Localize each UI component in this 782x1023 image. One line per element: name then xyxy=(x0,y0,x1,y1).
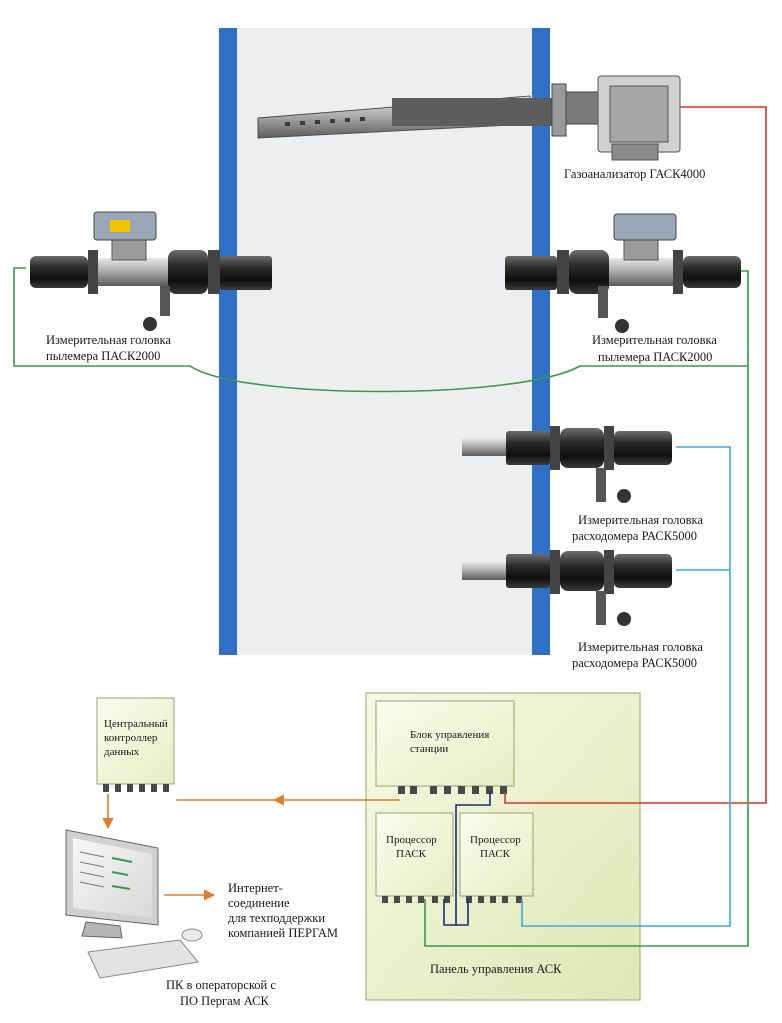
operator-pc xyxy=(65,829,203,979)
internet-label-line2: соединение xyxy=(228,896,290,910)
pc-label-line2: ПО Пергам АСК xyxy=(180,994,269,1008)
dust-meter-left xyxy=(30,211,272,331)
flow-bottom-label-line1: Измерительная головка xyxy=(578,640,703,654)
signal-lines xyxy=(13,106,767,947)
controller-label-line3: данных xyxy=(104,746,140,758)
internet-label-line3: для техподдержки xyxy=(228,911,325,925)
gas-analyzer-device xyxy=(257,75,681,161)
processor-left-box xyxy=(375,812,454,897)
flow-top-label-line2: расходомера РАСК5000 xyxy=(572,529,697,543)
internet-label-line1: Интернет- xyxy=(228,881,283,895)
proc-right-label-line1: Процессор xyxy=(470,834,521,846)
proc-right-label-line2: ПАСК xyxy=(480,848,511,860)
station-unit-label-line2: станции xyxy=(410,743,448,755)
pc-keyboard xyxy=(87,939,199,979)
dust-right-label-line1: Измерительная головка xyxy=(592,333,717,347)
dust-left-label-line2: пылемера ПАСК2000 xyxy=(46,349,160,363)
internet-label-line4: компанией ПЕРГАМ xyxy=(228,926,338,940)
text-labels: Газоанализатор ГАСК4000 Измерительная го… xyxy=(46,167,717,1008)
dust-left-label-line1: Измерительная головка xyxy=(46,333,171,347)
station-unit-label-line1: Блок управления xyxy=(410,729,489,741)
flow-meter-bottom xyxy=(462,550,672,626)
duct-left-wall xyxy=(219,28,237,655)
proc-left-label-line1: Процессор xyxy=(386,834,437,846)
station-control-unit xyxy=(375,700,515,787)
dust-meter-right xyxy=(505,213,741,333)
dust-meter-line xyxy=(13,267,749,947)
data-flow-arrows xyxy=(102,794,400,901)
controller-label-line2: контроллер xyxy=(104,732,158,744)
panel-label: Панель управления АСК xyxy=(430,962,562,976)
flow-bottom-label-line2: расходомера РАСК5000 xyxy=(572,656,697,670)
flow-meter-line xyxy=(521,446,731,927)
control-panel xyxy=(365,692,641,1001)
pc-screen xyxy=(73,838,152,918)
controller-label-line1: Центральный xyxy=(104,718,168,730)
processor-right-box xyxy=(459,812,534,897)
duct-right-wall xyxy=(532,28,550,655)
dust-right-label-line2: пылемера ПАСК2000 xyxy=(598,350,712,364)
central-controller xyxy=(96,697,175,792)
pc-mouse xyxy=(181,928,203,942)
gas-analyzer-label: Газоанализатор ГАСК4000 xyxy=(564,167,705,181)
proc-left-label-line2: ПАСК xyxy=(396,848,427,860)
pc-label-line1: ПК в операторской с xyxy=(166,978,276,992)
processor-link-line xyxy=(443,792,491,926)
flow-top-label-line1: Измерительная головка xyxy=(578,513,703,527)
flow-meter-top xyxy=(462,426,672,503)
gas-analyzer-line xyxy=(504,106,767,804)
